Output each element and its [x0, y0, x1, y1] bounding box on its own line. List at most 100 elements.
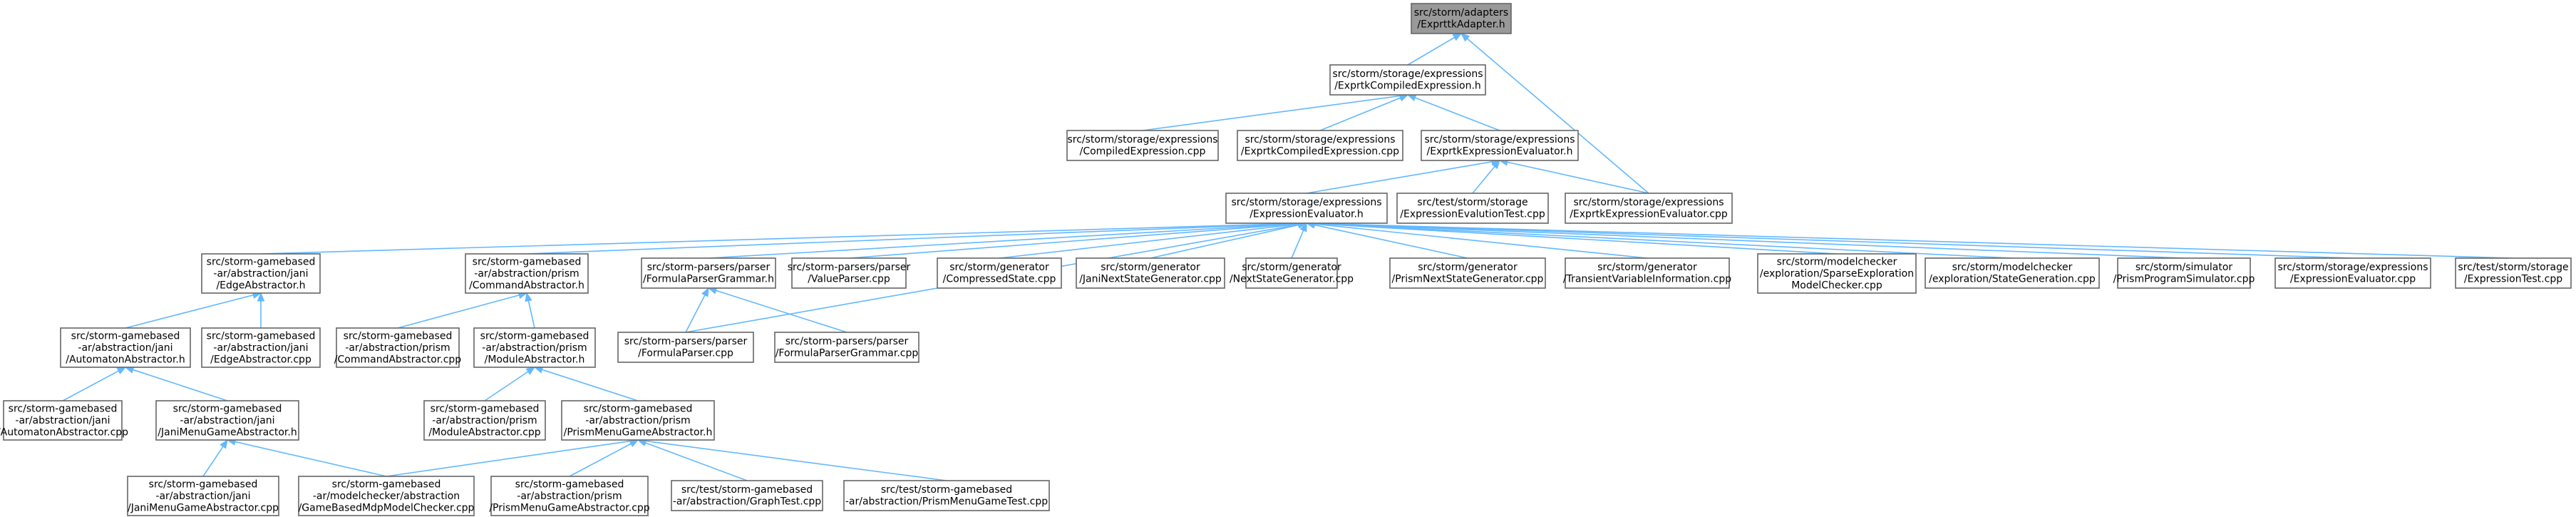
file-node-prism-menu-h[interactable]: src/storm-gamebased-ar/abstraction/prism…: [561, 400, 715, 441]
file-node-fpg-cpp[interactable]: src/storm-parsers/parser/FormulaParserGr…: [774, 332, 919, 363]
edge-arrowhead: [220, 439, 228, 449]
file-node-box: [60, 327, 191, 368]
file-node-label: src/storm/storage/expressions: [2277, 262, 2428, 273]
file-node-label: /AutomatonAbstractor.h: [66, 354, 185, 365]
file-node-nextstate[interactable]: src/storm/generator/NextStateGenerator.c…: [1230, 257, 1354, 289]
file-node-janinext[interactable]: src/storm/generator/JaniNextStateGenerat…: [1076, 257, 1225, 289]
file-node-box: [1225, 193, 1388, 224]
file-node-gbmdp[interactable]: src/storm-gamebased-ar/modelchecker/abst…: [298, 476, 475, 516]
file-node-evaltest[interactable]: src/test/storm/storage/ExpressionEvaluti…: [1396, 193, 1549, 224]
file-node-box: [423, 400, 546, 441]
file-node-label: /EdgeAbstractor.cpp: [210, 354, 311, 365]
file-node-prism-mod-h[interactable]: src/storm-gamebased-ar/abstraction/prism…: [473, 327, 596, 368]
file-node-label: src/storm-gamebased: [71, 330, 180, 342]
dependency-edge: [637, 439, 748, 481]
file-node-label: src/storm/adapters: [1414, 7, 1508, 19]
file-node-box: [1237, 130, 1403, 161]
dependency-edge: [1407, 33, 1463, 66]
edge-line: [397, 295, 520, 329]
file-node-label: -ar/abstraction/jani: [213, 342, 308, 354]
file-node-box: [561, 400, 715, 441]
file-node-graphtest[interactable]: src/test/storm-gamebased-ar/abstraction/…: [671, 480, 823, 511]
file-node-box: [1076, 257, 1225, 289]
file-node-box: [336, 327, 460, 368]
file-node-box: [1565, 257, 1730, 289]
file-node-root[interactable]: src/storm/adapters/ExprttkAdapter.h: [1411, 3, 1512, 34]
dependency-edge: [1306, 158, 1501, 194]
file-node-jani-menu-h[interactable]: src/storm-gamebased-ar/abstraction/jani/…: [155, 400, 299, 441]
file-node-jani-auto-h[interactable]: src/storm-gamebased-ar/abstraction/jani/…: [60, 327, 191, 368]
dependency-edge: [685, 287, 709, 333]
edge-arrowhead: [525, 367, 536, 375]
edge-arrowhead: [525, 292, 532, 302]
file-node-label: src/storm-parsers/parser: [624, 336, 748, 347]
file-node-label: src/storm/generator: [1242, 262, 1341, 273]
file-node-label: /ExprtkCompiledExpression.cpp: [1241, 146, 1399, 158]
dependency-edge: [1498, 158, 1649, 194]
file-node-label: -ar/abstraction/prism: [345, 342, 450, 354]
edge-line: [716, 290, 847, 333]
file-node-label: /CommandAbstractor.cpp: [334, 354, 462, 365]
file-node-fparser-cpp[interactable]: src/storm-parsers/parser/FormulaParser.c…: [617, 332, 754, 363]
file-node-label: -ar/abstraction/PrismMenuGameTest.cpp: [845, 496, 1048, 508]
file-node-box: [2274, 257, 2431, 289]
file-node-box: [774, 332, 919, 363]
edge-line: [1314, 222, 1838, 255]
file-node-label: src/storm-gamebased: [480, 330, 589, 342]
edge-line: [645, 442, 748, 481]
dependency-edge: [1472, 159, 1500, 194]
file-node-sparse[interactable]: src/storm/modelchecker/exploration/Spars…: [1757, 253, 1917, 294]
file-node-pmgtest[interactable]: src/test/storm-gamebased-ar/abstraction/…: [843, 480, 1050, 511]
file-node-expreval-cpp[interactable]: src/storm/storage/expressions/Expression…: [2274, 257, 2431, 289]
file-node-box: [641, 257, 776, 289]
file-node-simulator[interactable]: src/storm/simulator/PrismProgramSimulato…: [2113, 257, 2255, 289]
file-node-stategen[interactable]: src/storm/modelchecker/exploration/State…: [1925, 257, 2100, 289]
file-node-cexpr-cpp[interactable]: src/storm/storage/expressions/ExprtkComp…: [1237, 130, 1403, 161]
file-node-cexpr-h[interactable]: src/storm/storage/expressions/ExprtkComp…: [1329, 64, 1486, 96]
file-node-compressed[interactable]: src/storm/generator/CompressedState.cpp: [937, 257, 1062, 289]
file-node-label: src/storm-gamebased: [9, 403, 118, 414]
file-node-eval-cpp[interactable]: src/storm/storage/expressions/ExprtkExpr…: [1565, 193, 1733, 224]
file-node-label: -ar/abstraction/jani: [78, 342, 172, 354]
file-node-compiled-cpp[interactable]: src/storm/storage/expressions/CompiledEx…: [1066, 130, 1219, 161]
file-node-eval-h[interactable]: src/storm/storage/expressions/ExprtkExpr…: [1421, 130, 1579, 161]
file-node-box: [671, 480, 823, 511]
file-node-box: [843, 480, 1050, 511]
file-node-label: src/storm-parsers/parser: [785, 336, 909, 347]
file-node-label: src/storm/storage/expressions: [1231, 197, 1381, 208]
file-node-label: -ar/abstraction/prism: [517, 491, 622, 502]
edge-arrowhead: [1406, 94, 1417, 102]
file-node-label: /exploration/StateGeneration.cpp: [1929, 274, 2096, 285]
file-node-label: /PrismProgramSimulator.cpp: [2113, 274, 2255, 285]
file-node-exprtest[interactable]: src/test/storm/storage/ExpressionTest.cp…: [2455, 257, 2572, 289]
file-node-jani-edge-cpp[interactable]: src/storm-gamebased-ar/abstraction/jani/…: [201, 327, 321, 368]
edge-line: [645, 440, 947, 481]
file-node-expreval-h[interactable]: src/storm/storage/expressions/Expression…: [1225, 193, 1388, 224]
dependency-edge: [533, 366, 639, 401]
file-node-valueparser[interactable]: src/storm-parsers/parser/ValueParser.cpp: [788, 257, 911, 289]
file-node-prism-cmd-h[interactable]: src/storm-gamebased-ar/abstraction/prism…: [465, 253, 589, 294]
dependency-edge: [397, 291, 528, 329]
file-node-jani-auto-cpp[interactable]: src/storm-gamebased-ar/abstraction/jani/…: [0, 400, 128, 441]
file-node-label: /ExpressionEvaluator.h: [1250, 209, 1364, 220]
file-node-prism-mod-cpp[interactable]: src/storm-gamebased-ar/abstraction/prism…: [423, 400, 546, 441]
file-node-box: [473, 327, 596, 368]
file-node-prismnext[interactable]: src/storm/generator/PrismNextStateGenera…: [1389, 257, 1546, 289]
file-node-jani-menu-cpp[interactable]: src/storm-gamebased-ar/abstraction/jani/…: [127, 476, 279, 516]
file-node-label: /ModuleAbstractor.cpp: [428, 426, 540, 438]
file-node-box: [1757, 253, 1917, 294]
file-node-box: [1411, 3, 1512, 34]
file-node-jani-edge-h[interactable]: src/storm-gamebased-ar/abstraction/jani/…: [201, 253, 321, 294]
file-node-label: -ar/abstraction/jani: [15, 415, 110, 426]
file-node-label: src/storm-gamebased: [332, 478, 441, 490]
file-node-label: /FormulaParserGrammar.h: [643, 274, 774, 285]
edge-line: [484, 371, 529, 401]
file-node-prism-cmd-cpp[interactable]: src/storm-gamebased-ar/abstraction/prism…: [334, 327, 462, 368]
file-node-transient[interactable]: src/storm/generator/TransientVariableInf…: [1563, 257, 1731, 289]
nodes-layer: src/storm/adapters/ExprttkAdapter.hsrc/s…: [0, 3, 2572, 516]
dependency-edge: [125, 291, 262, 329]
file-node-prism-menu-cpp[interactable]: src/storm-gamebased-ar/abstraction/prism…: [489, 476, 650, 516]
file-node-fpg-h[interactable]: src/storm-parsers/parser/FormulaParserGr…: [641, 257, 776, 289]
edge-line: [260, 222, 1299, 255]
dependency-edge: [1291, 222, 1307, 259]
